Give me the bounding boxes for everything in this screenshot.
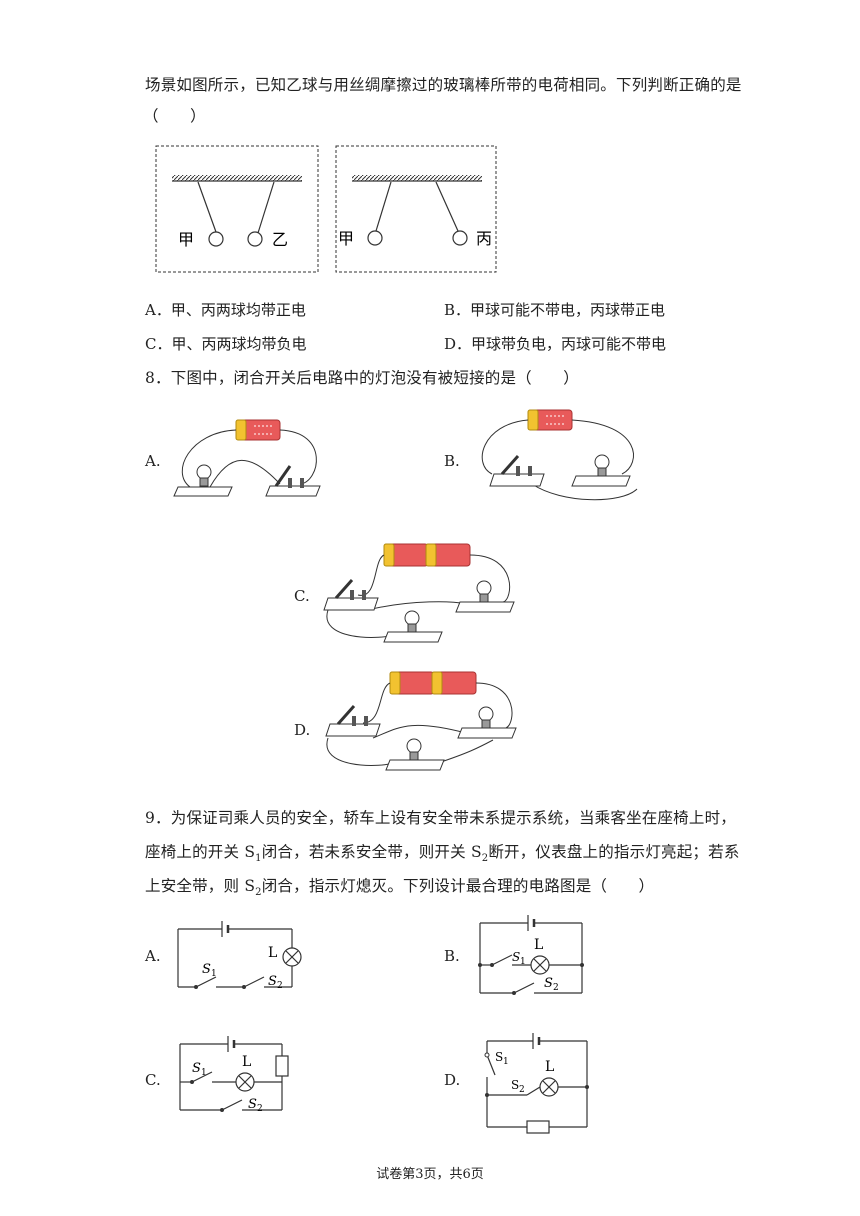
s1-subscript: 1 [211,969,217,979]
q7-option-a: A．甲、丙两球均带正电 [145,301,306,319]
lamp-label: L [268,945,277,961]
s1-label: S [495,1050,503,1064]
q9-label-b: B. [444,947,460,965]
s2-subscript: 2 [519,1085,525,1095]
q9-stem-line2: 座椅上的开关 S1闭合，若未系安全带，则开关 S2断开，仪表盘上的指示灯亮起；若… [145,840,740,864]
left-ceiling [172,175,302,181]
bulb-icon [385,738,445,771]
q8-circuit-c [323,543,515,643]
s2-label: S [268,974,277,989]
q9-line2-part-b: 闭合，若未系安全带，则开关 S [261,843,482,861]
bulb-icon [457,706,517,739]
right-thread-a [375,181,392,232]
bulb-icon [571,454,631,487]
lamp-label: L [534,937,543,953]
s2-label: S [248,1097,257,1112]
ball-bing [452,230,468,246]
q8-circuit-b [481,409,638,501]
bulb-icon [455,580,515,613]
switch-icon [265,465,321,497]
right-ceiling [352,175,482,181]
battery-icon [383,543,471,567]
label-yi: 乙 [272,230,288,249]
q8-label-b: B. [444,452,460,470]
s1-label: S [202,962,211,977]
q9-line2-sub1: 1 [255,853,262,865]
q7-option-d: D．甲球带负电，丙球可能不带电 [444,335,667,353]
right-dashed-box [335,145,497,273]
right-thread-b [435,181,459,232]
q9-line3-part-b: 闭合，指示灯熄灭。下列设计最合理的电路图是（ ） [261,877,655,895]
ball-yi [247,231,263,247]
switch-icon [323,579,379,611]
q8-stem: 8．下图中，闭合开关后电路中的灯泡没有被短接的是（ ） [145,369,579,387]
page-footer: 试卷第3页，共6页 [376,1167,484,1182]
q9-label-a: A. [145,947,161,965]
q9-line2-sub2: 2 [481,853,489,865]
q9-line3-part-a: 上安全带，则 S [145,877,256,895]
switch-s2-blade [243,976,265,988]
q7-pendulum-figure: 甲 乙 甲 丙 [155,145,497,273]
switch-s1-blade [486,1054,496,1076]
bulb-icon [173,464,233,497]
switch-icon [489,455,545,487]
s2-label: S [544,976,553,991]
bulb-icon [383,610,443,643]
left-dashed-box [155,145,319,273]
switch-s1-blade [195,976,217,988]
left-thread-a [197,181,217,233]
ball-jia-right [367,230,383,246]
battery-icon [389,671,477,695]
lamp-label: L [545,1059,554,1075]
label-jia-left: 甲 [178,230,194,249]
switch-icon [325,705,381,737]
q8-circuit-d [325,671,517,771]
s1-subscript: 1 [503,1057,509,1067]
ball-jia-left [208,231,224,247]
s2-subscript: 2 [277,981,283,991]
label-jia-right: 甲 [338,229,354,248]
q9-label-d: D. [444,1071,461,1089]
q7-stem-line2: （ ） [143,107,206,125]
resistor-symbol [275,1055,289,1077]
q9-line2-part-c: 断开，仪表盘上的指示灯亮起；若系 [488,843,740,861]
q8-label-a: A. [145,452,161,470]
q7-stem-line1: 场景如图所示，已知乙球与用丝绸摩擦过的玻璃棒所带的电荷相同。下列判断正确的是 [145,76,742,94]
q7-option-b: B．甲球可能不带电，丙球带正电 [444,301,666,319]
q9-label-c: C. [145,1071,161,1089]
s1-label: S [512,950,520,964]
lamp-label: L [242,1054,251,1070]
s2-subscript: 2 [553,983,559,993]
s2-label: S [511,1078,519,1092]
s2-subscript: 2 [257,1104,263,1114]
q8-label-c: C. [294,587,310,605]
s1-label: S [192,1061,201,1076]
q8-label-d: D. [294,721,311,739]
q9-line3-sub: 2 [255,887,262,899]
s1-subscript: 1 [520,957,526,967]
label-bing: 丙 [476,229,492,248]
left-thread-b [257,181,275,234]
q9-line2-part-a: 座椅上的开关 S [145,843,256,861]
battery-icon [235,419,281,441]
s1-subscript: 1 [201,1068,207,1078]
q7-option-c: C．甲、丙两球均带负电 [145,335,307,353]
q8-circuit-a [173,419,321,497]
q9-stem-line3: 上安全带，则 S2闭合，指示灯熄灭。下列设计最合理的电路图是（ ） [145,874,654,898]
q9-stem-line1: 9．为保证司乘人员的安全，轿车上设有安全带未系提示系统，当乘客坐在座椅上时， [145,809,736,827]
resistor-symbol [526,1120,550,1134]
battery-icon [527,409,573,431]
